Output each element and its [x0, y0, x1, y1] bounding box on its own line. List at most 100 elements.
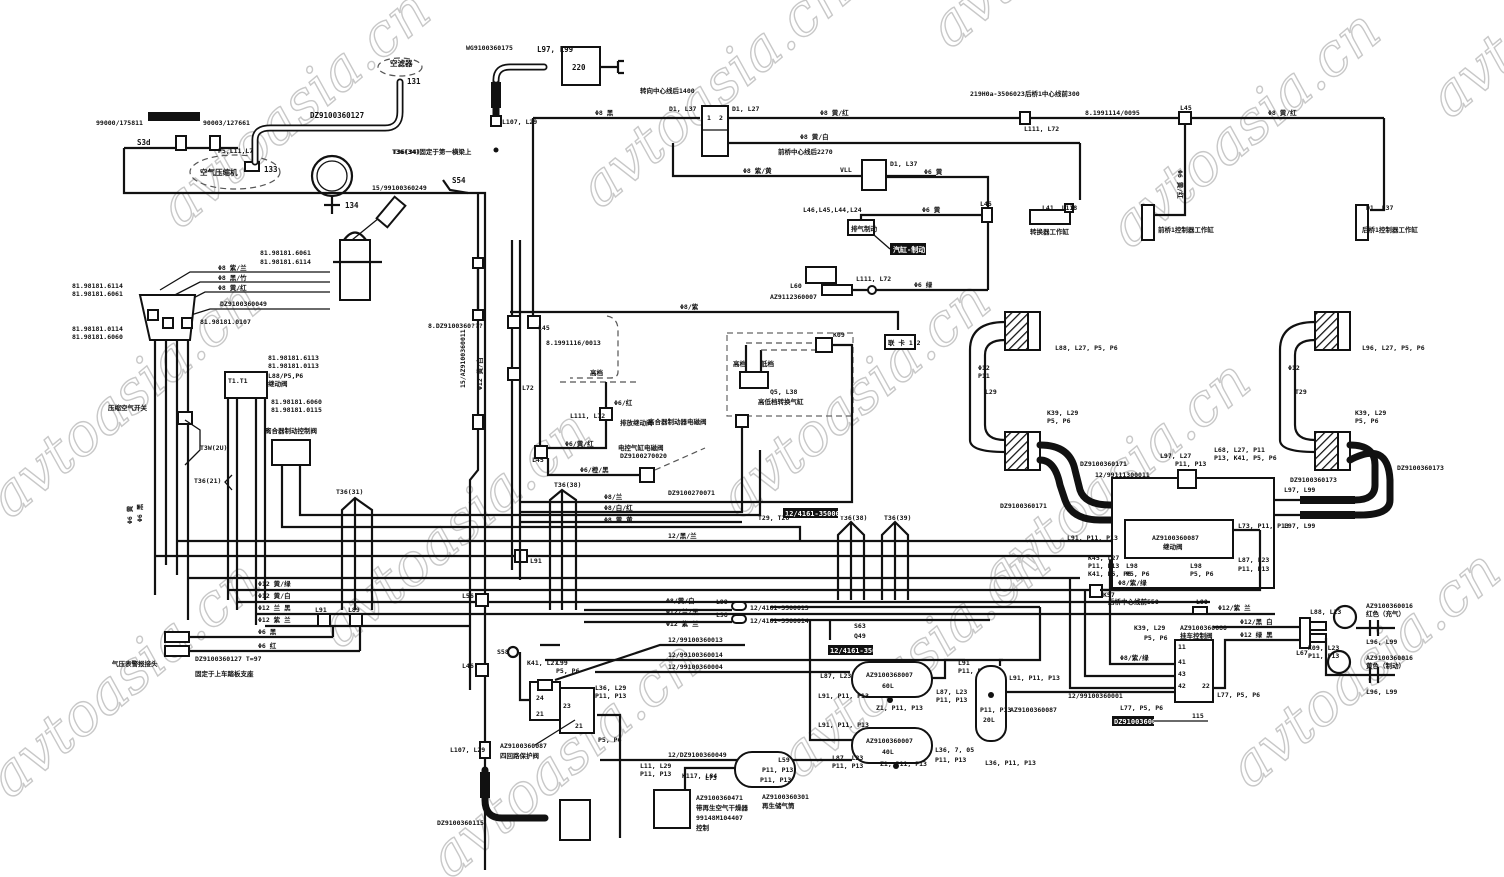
- cylinder-box: [805, 266, 837, 284]
- pressure-switch: [177, 411, 193, 425]
- watermark: avtoasia.cn: [1095, 0, 1393, 261]
- shift-sensor: [815, 337, 833, 353]
- fitting-label: L97, L27: [1160, 452, 1191, 460]
- fitting-label: D1, L37: [669, 105, 696, 113]
- part-number-label: 81.98181.6061: [72, 290, 123, 298]
- fitting-label: L97, L99: [1284, 522, 1315, 530]
- fitting-label: L80: [1196, 598, 1208, 606]
- svg-text:11: 11: [1178, 643, 1186, 651]
- relay-valve-label: 继动阀: [1163, 542, 1183, 551]
- connector: [472, 257, 484, 269]
- fitting-label: L41, L118: [1042, 204, 1077, 212]
- part-number-label: 12/99100360014: [668, 651, 723, 659]
- hose-part-number: DZ9100360171: [1000, 502, 1047, 510]
- brake-chamber-port: [1027, 311, 1041, 351]
- fitting-label: L99: [556, 659, 568, 667]
- pipe-label: Φ8/紫: [680, 302, 699, 311]
- fitting-label: P5,L11,L72: [218, 147, 257, 155]
- note-label: 转换器工作缸: [1030, 227, 1070, 236]
- brake-chamber-port: [1337, 311, 1351, 351]
- part-number-label: 8.1991114/0095: [1085, 109, 1140, 117]
- fitting-label: P5, P6: [1047, 417, 1071, 425]
- range-high: 高档: [733, 359, 747, 368]
- fitting-label: L87, L23: [936, 688, 967, 696]
- connector: [731, 601, 747, 611]
- fitting-label: L36, L29: [595, 684, 626, 692]
- valve-box: [701, 105, 729, 157]
- note-label: 压缩空气开关: [108, 403, 148, 412]
- tank-part: AZ9100368007: [866, 671, 913, 679]
- fitting-label: P5, P6: [1144, 634, 1168, 642]
- brake-chamber: [1314, 311, 1341, 351]
- pipe-label: Φ8/兰: [604, 492, 623, 501]
- part-number-label: DZ9100270020: [620, 452, 667, 460]
- pipe-label: Φ8 黄/红: [1268, 108, 1297, 117]
- pipe-label: Φ6 绿: [914, 280, 933, 289]
- pipe-label: 12/黑/兰: [668, 531, 697, 540]
- part-plate: [148, 112, 200, 121]
- part-number-label: 81.98181.0113: [268, 362, 319, 370]
- coil-hose-yellow: [1326, 649, 1352, 675]
- part-number-label: 8.1991116/0013: [546, 339, 601, 347]
- part-number-label: 81.98181.6060: [72, 333, 123, 341]
- coupling: [1309, 633, 1327, 643]
- pipe-label: Φ6/红: [614, 398, 633, 407]
- fitting-label: P11, P13: [762, 766, 793, 774]
- fitting-label: L91: [315, 606, 327, 614]
- pipe-label: Φ6/橙/黑: [580, 465, 609, 474]
- air-tank-rear: [851, 727, 933, 764]
- fitting-label: L97, L99: [537, 45, 574, 54]
- fitting-label: L91, P11, P13: [818, 692, 869, 700]
- note-label: 后桥1中心线前300: [1025, 89, 1080, 98]
- junction-label: T36(31): [336, 488, 363, 496]
- fitting: [209, 135, 221, 151]
- fitting-label: L89: [348, 606, 360, 614]
- fitting-label: L111, L72: [856, 275, 891, 283]
- fitting-label: P11, P13: [1175, 460, 1206, 468]
- fitting-label: K41, L27: [527, 659, 558, 667]
- note-label: 前桥1控制器工作缸: [1158, 225, 1214, 234]
- fitting-label: L45: [538, 324, 550, 332]
- note-label: 转向中心线后1400: [640, 86, 695, 95]
- note-label: T36(34): [393, 148, 420, 156]
- gauge-connector: [164, 631, 190, 643]
- relay-valve-part: AZ9100360087: [1152, 534, 1199, 542]
- fitting-label: P11, P13: [1088, 562, 1119, 570]
- fitting-label: L72: [522, 384, 534, 392]
- fitting: [735, 414, 749, 428]
- fitting-label: L45: [532, 456, 544, 464]
- brake-chamber-port: [1337, 431, 1351, 471]
- fitting-label: L91, P11, P13: [818, 721, 869, 729]
- fitting-label: L36, 7, 05: [935, 746, 974, 754]
- brake-chamber: [1004, 431, 1031, 471]
- part-number-label: 12/4161-3500013: [750, 604, 809, 612]
- fitting-label: L11, L29: [640, 762, 671, 770]
- fitting-label: Z1, P11, P13: [880, 760, 927, 768]
- trailer-valve-section: AZ9100360080 挂车控制阀 K39, L29 P5, P6 11 41…: [1000, 560, 1413, 726]
- fitting-label: L73: [705, 774, 717, 782]
- fitting-label: K39, L29: [1047, 409, 1078, 417]
- part-number-label: DZ9100270071: [668, 489, 715, 497]
- pipe-label: Φ8/紫/绿: [1118, 578, 1147, 587]
- handbrake-lever: [375, 195, 407, 229]
- pipe-label: Φ12/黑 白: [1240, 617, 1273, 626]
- tee-fitting: [475, 593, 489, 607]
- fitting-label: L88, L27, P5, P6: [1055, 344, 1118, 352]
- fitting-label: L91: [958, 659, 970, 667]
- pipe-label: Φ12 紫 兰: [666, 619, 699, 628]
- fitting-label: L46,L45,L44,L24: [803, 206, 862, 214]
- pipe-label: 15/99100360249: [372, 184, 427, 192]
- fitting-label: L29: [985, 388, 997, 396]
- gauge-connector: [164, 645, 190, 657]
- fitting-label: L36, P11, P13: [985, 759, 1036, 767]
- fitting-label: L98: [1126, 562, 1138, 570]
- brake-chamber-port: [1027, 431, 1041, 471]
- compressor-label: 空气压缩机: [200, 167, 238, 177]
- hose-part-number: DZ9100360173: [1290, 476, 1337, 484]
- fitting-label: P5, P6: [1355, 417, 1379, 425]
- watermark: avtoasia.cn: [915, 0, 1213, 61]
- brake-chamber: [1314, 431, 1341, 471]
- pipe-label: Φ12 绿 黑: [1240, 630, 1273, 639]
- fitting-label: L98: [716, 611, 728, 619]
